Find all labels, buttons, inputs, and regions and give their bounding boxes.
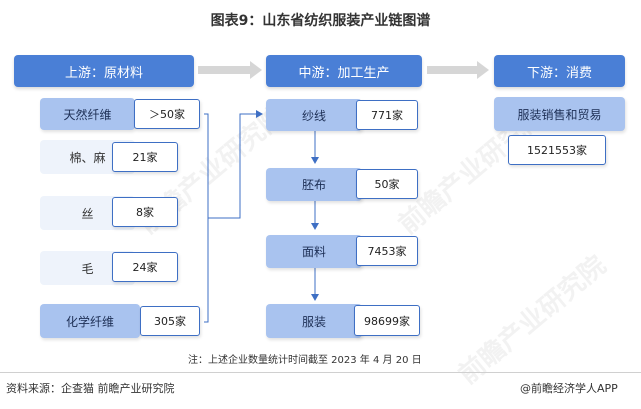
flow-arrow-mid-to-down	[427, 61, 489, 79]
upstream-item-chemical-fiber: 化学纤维	[40, 304, 140, 338]
upstream-count-chemical-fiber: 305家	[140, 306, 200, 336]
downstream-header: 下游：消费	[494, 55, 625, 87]
upstream-count-wool: 24家	[112, 252, 178, 282]
upstream-count-natural-fiber: ＞50家	[134, 99, 200, 129]
downstream-count-apparel-sales: 1521553家	[508, 135, 606, 165]
midstream-header: 中游：加工生产	[266, 55, 422, 87]
midstream-item-apparel: 服装	[266, 304, 362, 338]
midstream-item-yarn: 纱线	[266, 99, 362, 131]
downstream-item-apparel-sales: 服装销售和贸易	[494, 97, 625, 131]
midstream-count-yarn: 771家	[356, 100, 418, 130]
midstream-item-fabric: 面料	[266, 235, 362, 268]
flow-arrow-up-to-mid	[198, 61, 262, 79]
midstream-count-apparel: 98699家	[354, 305, 420, 336]
upstream-item-natural-fiber: 天然纤维	[40, 98, 135, 130]
page-title: 图表9：山东省纺织服装产业链图谱	[210, 13, 431, 29]
midstream-count-greige-cloth: 50家	[356, 169, 418, 199]
bracket-connector	[204, 113, 209, 323]
data-note: 注：上述企业数量统计时间截至 2023 年 4 月 20 日	[188, 355, 422, 366]
upstream-count-cotton-hemp: 21家	[112, 142, 178, 172]
bracket-to-mid-arrow	[208, 110, 263, 219]
upstream-count-silk: 8家	[112, 197, 178, 227]
source-text: 资料来源：企查猫 前瞻产业研究院	[6, 382, 175, 395]
upstream-header: 上游：原材料	[14, 55, 194, 87]
midstream-count-fabric: 7453家	[356, 236, 418, 266]
footer-divider	[0, 372, 641, 373]
midstream-item-greige-cloth: 胚布	[266, 168, 362, 201]
brand-text: @前瞻经济学人APP	[520, 382, 618, 395]
